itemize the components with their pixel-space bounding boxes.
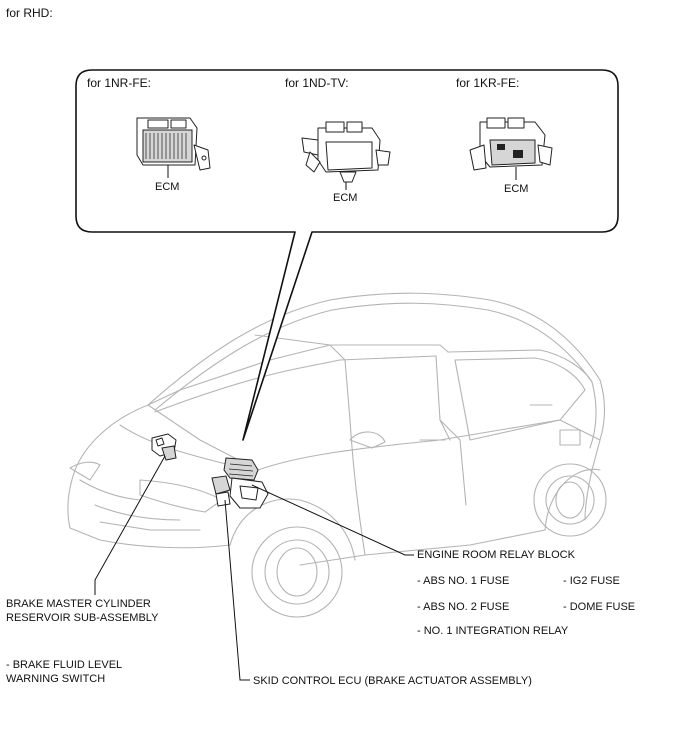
page-title: for RHD:	[6, 6, 53, 20]
ecm-1nr-fe-icon	[136, 117, 211, 178]
label-brake-master-line1: BRAKE MASTER CYLINDER	[6, 598, 151, 610]
label-skid-control-ecu: SKID CONTROL ECU (BRAKE ACTUATOR ASSEMBL…	[253, 675, 532, 687]
ecm-on-vehicle-icon	[223, 457, 259, 481]
label-abs-no2-fuse: - ABS NO. 2 FUSE	[417, 601, 509, 613]
ecm-1nd-tv-icon	[301, 121, 391, 190]
variant-label-1kr-fe: for 1KR-FE:	[456, 76, 519, 90]
skid-control-ecu-icon	[211, 475, 231, 507]
label-integration-relay: - NO. 1 INTEGRATION RELAY	[417, 625, 569, 637]
label-fluid-switch-line1: - BRAKE FLUID LEVEL	[6, 659, 122, 671]
ecm-label-1nr-fe: ECM	[155, 181, 179, 193]
ecm-label-1nd-tv: ECM	[333, 192, 357, 204]
label-brake-master-line2: RESERVOIR SUB-ASSEMBLY	[6, 612, 159, 624]
ecm-callout: for 1NR-FE: for 1ND-TV: for 1KR-FE: ECM	[75, 69, 619, 441]
label-ig2-fuse: - IG2 FUSE	[563, 575, 620, 587]
label-engine-room-relay-block: ENGINE ROOM RELAY BLOCK	[417, 549, 576, 561]
label-abs-no1-fuse: - ABS NO. 1 FUSE	[417, 575, 509, 587]
variant-label-1nr-fe: for 1NR-FE:	[87, 76, 151, 90]
label-dome-fuse: - DOME FUSE	[563, 601, 635, 613]
brake-master-cylinder-icon	[151, 433, 177, 461]
label-fluid-switch-line2: WARNING SWITCH	[6, 673, 105, 685]
vehicle-outline	[67, 292, 607, 618]
engine-room-relay-block-icon	[229, 477, 269, 509]
leader-lines	[94, 455, 414, 681]
ecm-1kr-fe-icon	[469, 117, 553, 180]
variant-label-1nd-tv: for 1ND-TV:	[285, 76, 349, 90]
ecm-label-1kr-fe: ECM	[504, 183, 528, 195]
